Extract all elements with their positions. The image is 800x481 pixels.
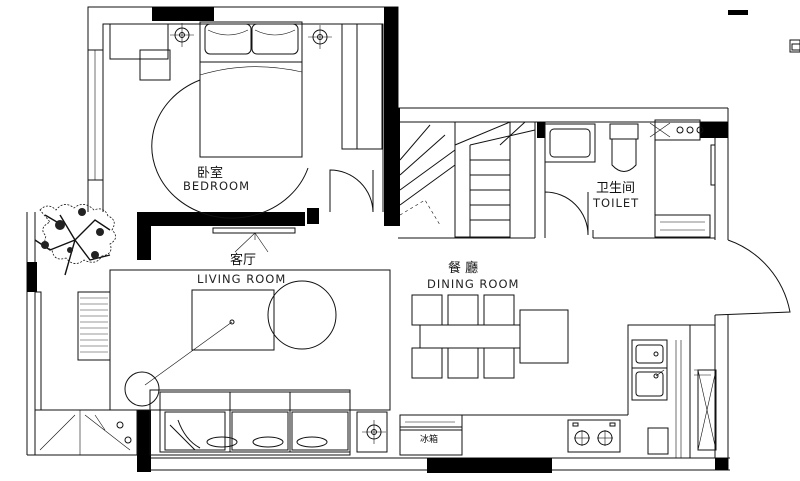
toilet-label-en: TOILET	[592, 196, 639, 210]
walls	[27, 7, 748, 473]
lamp-icon	[308, 25, 332, 49]
bedroom-label-en: BEDROOM	[183, 179, 250, 193]
kitchen: 冰箱	[399, 324, 717, 459]
lamp-icon	[170, 23, 194, 47]
living-label-en: LIVING ROOM	[197, 272, 286, 286]
fridge-label: 冰箱	[420, 433, 438, 445]
dining-label-cn: 餐 廳	[448, 260, 478, 276]
toilet-label-cn: 卫生间	[596, 181, 635, 196]
bed	[199, 21, 303, 158]
sofa	[149, 389, 351, 456]
plant-icon	[34, 204, 116, 276]
toilet-room: 卫生间 TOILET	[544, 119, 716, 238]
living-room: 客厅 LIVING ROOM	[34, 252, 391, 456]
edge-element	[789, 39, 800, 53]
lamp-icon	[362, 420, 386, 444]
staircase	[399, 121, 536, 238]
bedroom-label-cn: 卧室	[197, 165, 223, 181]
living-label-cn: 客厅	[230, 252, 256, 268]
dining-label-en: DINING ROOM	[427, 277, 519, 291]
dining-room: 餐 廳 DINING ROOM	[411, 260, 569, 379]
outline-lines	[26, 6, 730, 471]
tv	[212, 227, 296, 253]
bedroom: 卧室 BEDROOM	[87, 21, 383, 219]
sink	[631, 339, 668, 401]
cooktop	[567, 419, 621, 453]
balcony	[714, 239, 791, 316]
